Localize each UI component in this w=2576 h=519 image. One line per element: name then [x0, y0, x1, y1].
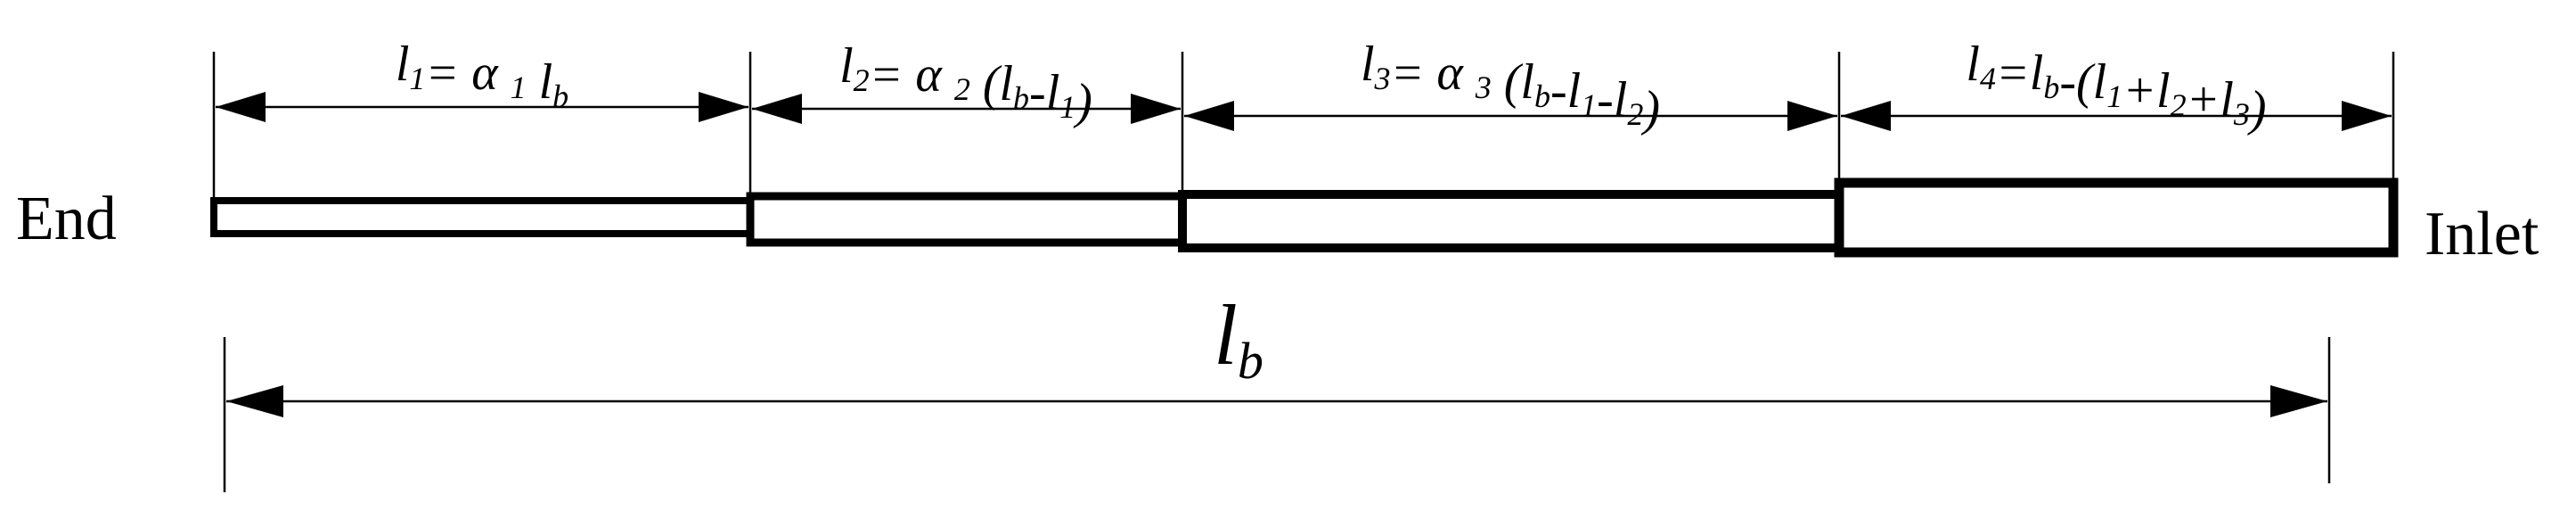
segment-l2-dimension-arrow — [752, 94, 1181, 124]
segment-l2-formula: l2= α 2 (lb-l1) — [839, 38, 1092, 129]
segment-l2-bar — [746, 192, 1187, 247]
segment-l4-dimension-arrow — [1841, 101, 2392, 131]
segments-group: l1= α 1 lb l2= α 2 (lb-l1) l3= α 3 (lb-l1-… — [210, 37, 2399, 258]
segment-l1-formula: l1= α 1 lb — [396, 37, 568, 114]
total-length-arrow — [226, 385, 2327, 417]
segment-l4-bar — [1834, 177, 2399, 258]
segment-l1-bar — [210, 197, 754, 237]
total-length-label: lb — [1214, 287, 1263, 390]
inlet-label: Inlet — [2425, 200, 2539, 268]
end-label: End — [16, 185, 117, 253]
segment-l3-formula: l3= α 3 (lb-l1-l2) — [1361, 37, 1660, 136]
segment-l3-bar — [1178, 190, 1844, 252]
total-length-dimension: lb — [223, 287, 2331, 492]
segment-l3-dimension-arrow — [1184, 101, 1837, 131]
segment-l4-formula: l4=lb-(l1+l2+l3) — [1966, 37, 2266, 136]
segment-l1-dimension-arrow — [216, 92, 748, 122]
